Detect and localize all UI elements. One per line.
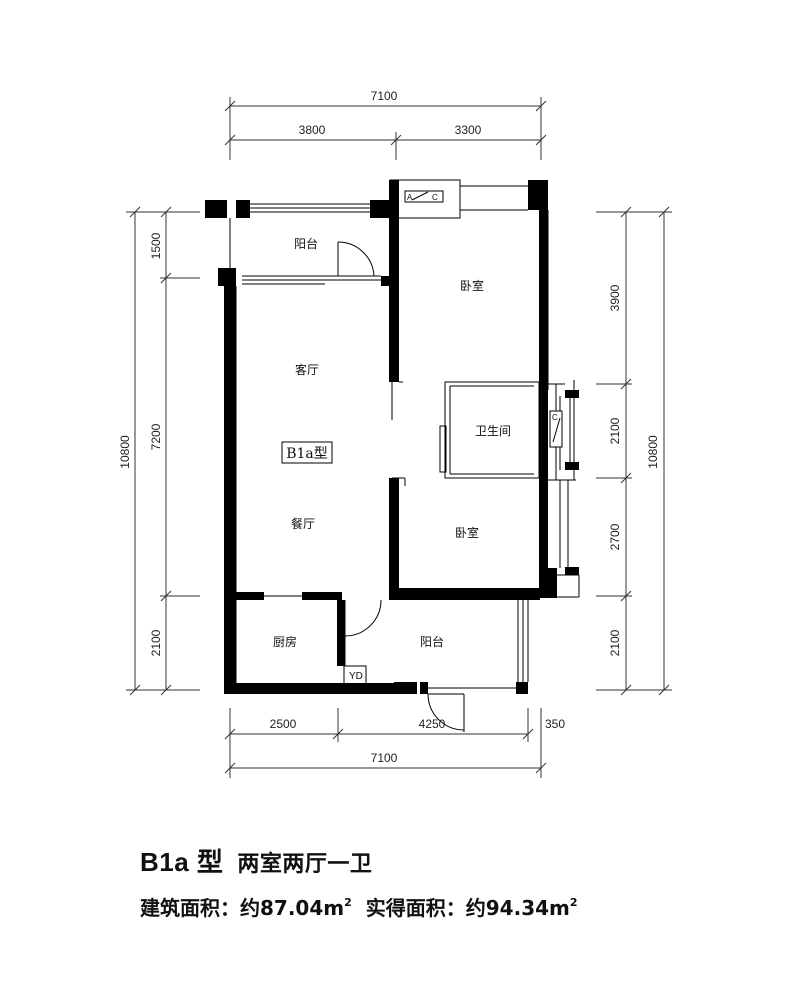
dim-left-top: 1500 [149, 232, 163, 259]
walls [205, 180, 579, 694]
dim-right-bottom: 2100 [608, 629, 622, 656]
right-dimensions [596, 206, 672, 696]
usable-area: 实得面积：约94.34m [365, 896, 570, 920]
room-bathroom: 卫生间 [475, 424, 511, 438]
dim-bottom-right: 350 [545, 717, 565, 731]
dim-bottom-total: 7100 [371, 751, 398, 765]
dim-left-bottom: 2100 [149, 629, 163, 656]
room-bedroom-north: 卧室 [460, 278, 484, 293]
plan-title: B1a 型两室两厅一卫 [140, 842, 372, 879]
building-area-sup: 2 [344, 896, 352, 909]
room-living: 客厅 [295, 362, 319, 377]
yd-label: YD [349, 671, 363, 682]
dim-right-mid: 2100 [608, 417, 622, 444]
dim-bottom-mid: 4250 [419, 717, 446, 731]
plan-type-name: B1a 型 [140, 847, 224, 877]
plan-layout: 两室两厅一卫 [237, 852, 373, 877]
dim-left-mid: 7200 [149, 423, 163, 450]
ac-unit-top: C A [404, 190, 444, 203]
svg-text:C: C [432, 193, 438, 202]
svg-text:A: A [407, 193, 413, 202]
unit-tag-box [281, 441, 333, 464]
room-balcony-south: 阳台 [420, 634, 444, 649]
unit-tag: B1a型 [286, 446, 328, 462]
dim-right-top: 3900 [608, 284, 622, 311]
room-balcony-north: 阳台 [294, 236, 318, 251]
room-dining: 餐厅 [291, 516, 315, 531]
floor-plan: 7100 3800 3300 10800 1500 7200 2100 [118, 89, 672, 778]
bottom-dimensions [224, 708, 547, 778]
dim-right-lower: 2700 [608, 523, 622, 550]
building-area: 建筑面积：约87.04m [140, 896, 345, 920]
dim-left-total: 10800 [118, 435, 132, 469]
door-swings [337, 241, 465, 732]
ac-unit-east: C [549, 410, 563, 448]
dim-top-total: 7100 [371, 89, 398, 103]
dim-bottom-left: 2500 [270, 717, 297, 731]
svg-text:C: C [552, 413, 558, 422]
top-dimensions [224, 97, 547, 160]
left-dimensions [126, 206, 200, 696]
dim-right-total: 10800 [646, 435, 660, 469]
dim-top-left: 3800 [299, 123, 326, 137]
room-bedroom-south: 卧室 [455, 525, 479, 540]
usable-area-sup: 2 [569, 896, 578, 909]
room-kitchen: 厨房 [273, 634, 297, 649]
thin-lines [229, 179, 580, 689]
dim-top-right: 3300 [455, 123, 482, 137]
